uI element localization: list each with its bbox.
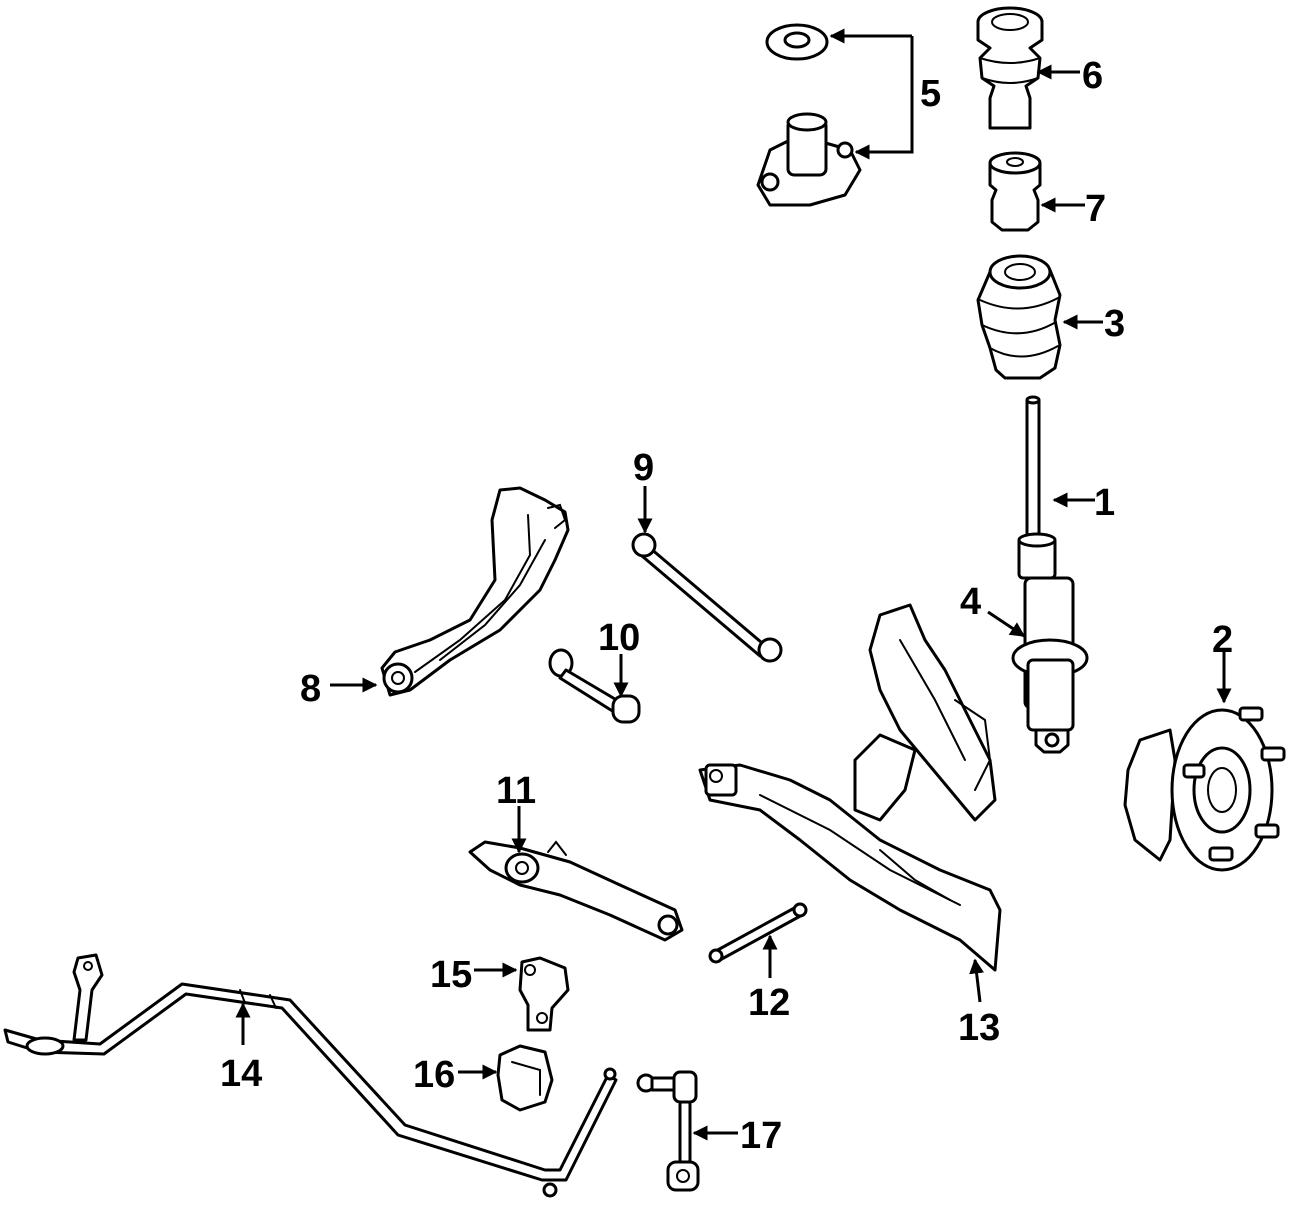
part-13-crossmember: [698, 603, 1002, 972]
callout-9: 9: [633, 447, 654, 489]
callout-7: 7: [1085, 188, 1106, 230]
part-4-spring-seat: [1011, 638, 1089, 754]
callout-8: 8: [300, 668, 321, 710]
leader-13: [969, 958, 985, 1003]
callout-11: 11: [496, 770, 536, 812]
part-15-bracket: [518, 956, 570, 1032]
callout-14: 14: [220, 1053, 262, 1095]
part-3-coil-spring: [976, 254, 1062, 380]
callout-16: 16: [413, 1054, 455, 1096]
part-2-hub-bearing: [1123, 706, 1286, 872]
leader-4: [987, 610, 1026, 638]
callout-2: 2: [1212, 619, 1233, 661]
part-17-stabilizer-link: [636, 1070, 700, 1192]
part-8-trailing-arm: [380, 486, 570, 697]
callout-1: 1: [1094, 482, 1115, 524]
part-12-link-rod: [708, 902, 808, 964]
callout-labels: 1 2 3 4 5 6 7 8 9 10 11 12 13 14 15 16 1…: [220, 55, 1233, 1157]
part-11-lower-arm: [468, 840, 684, 942]
leader-lines: [235, 28, 1232, 1141]
part-6-dust-boot: [976, 6, 1044, 130]
callout-6: 6: [1082, 55, 1103, 97]
part-9-toe-link: [631, 532, 783, 663]
part-10-lateral-link: [548, 648, 641, 724]
callout-12: 12: [748, 982, 790, 1024]
callout-15: 15: [430, 954, 472, 996]
part-14-stabilizer-bar: [3, 953, 618, 1198]
callout-10: 10: [598, 617, 640, 659]
callout-4: 4: [960, 581, 981, 623]
callout-3: 3: [1104, 303, 1125, 345]
callout-5: 5: [920, 73, 941, 115]
part-5-upper-insulator: [765, 23, 829, 61]
part-16-bushing: [496, 1044, 554, 1112]
part-7-bump-stop: [988, 151, 1042, 232]
leader-5b: [854, 36, 914, 160]
callout-13: 13: [958, 1007, 1000, 1049]
callout-17: 17: [740, 1115, 782, 1157]
part-5-strut-mount: [756, 112, 862, 207]
